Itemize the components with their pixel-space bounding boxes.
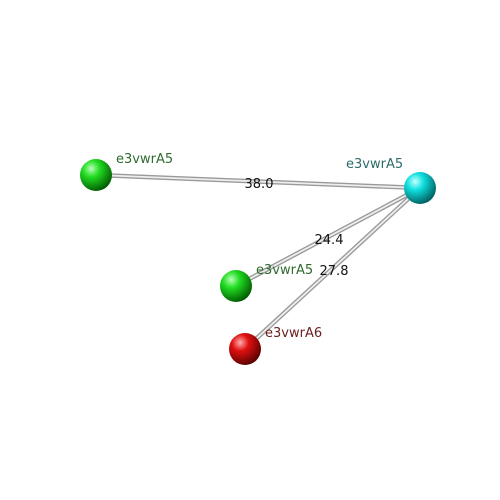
node-n1[interactable]: [80, 159, 112, 191]
edge-label-n1-n2: 38.0: [245, 177, 274, 192]
node-label-n2: e3vwrA5: [346, 157, 403, 172]
edge-label-n4-n2: 27.8: [320, 264, 349, 279]
node-n2[interactable]: [404, 172, 436, 204]
node-labels-layer: e3vwrA5 e3vwrA5 e3vwrA5 e3vwrA6: [116, 152, 403, 341]
edges-layer: [93, 172, 423, 352]
node-n4[interactable]: [229, 333, 261, 365]
edge-n1-n2: [93, 172, 423, 191]
edge-labels-layer: 38.0 24.4 27.8: [245, 177, 349, 279]
node-n3[interactable]: [220, 270, 252, 302]
nodes-layer: [80, 159, 436, 365]
edge-n4-n2: [242, 185, 423, 352]
node-label-n1: e3vwrA5: [116, 152, 173, 167]
node-label-n3: e3vwrA5: [256, 263, 313, 278]
edge-n3-n2: [233, 185, 423, 289]
node-label-n4: e3vwrA6: [265, 326, 322, 341]
edge-label-n3-n2: 24.4: [315, 233, 344, 248]
